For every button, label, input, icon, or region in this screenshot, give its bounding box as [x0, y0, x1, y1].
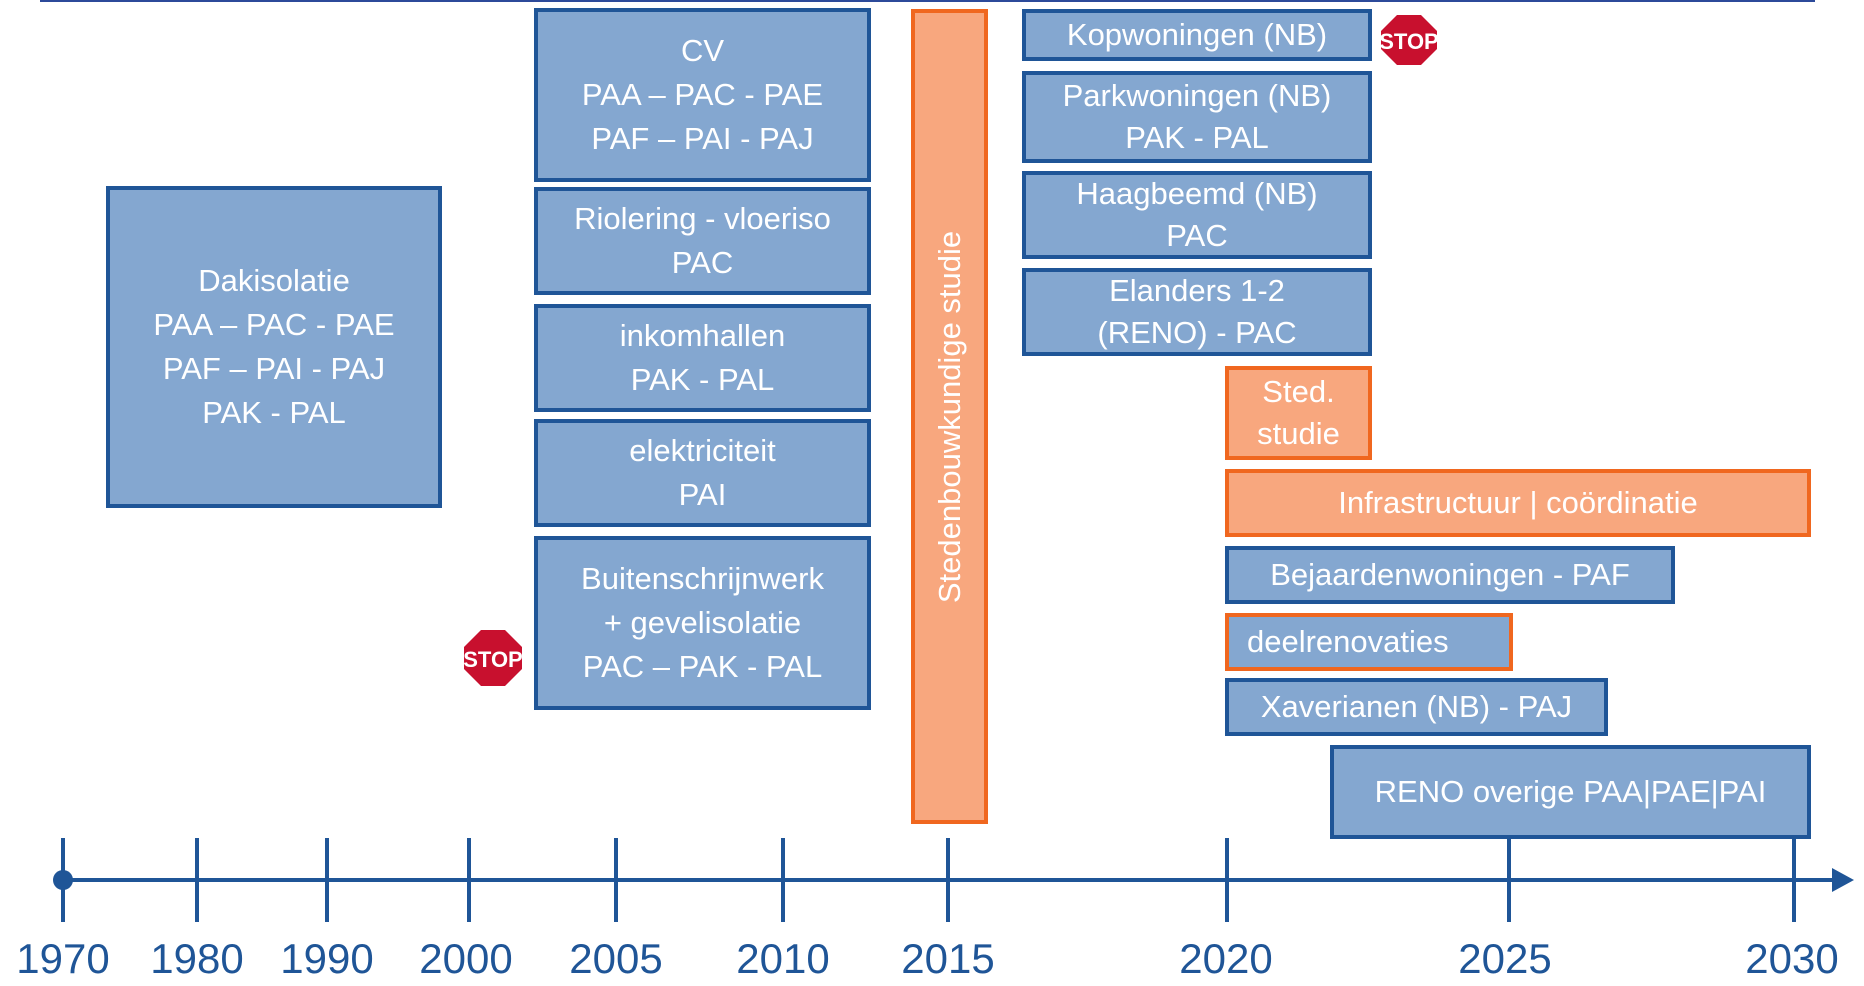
- box-line: Sted.: [1262, 374, 1335, 409]
- timeline-tick: [61, 838, 65, 922]
- timeline-arrowhead: [1832, 868, 1854, 892]
- box-line: + gevelisolatie: [603, 605, 802, 640]
- box-line: Elanders 1-2: [1109, 273, 1285, 308]
- box-dakisolatie: Dakisolatie PAA – PAC - PAE PAF – PAI - …: [106, 186, 442, 508]
- stop-sign-text: STOP: [1379, 29, 1439, 54]
- box-line: Dakisolatie: [198, 263, 350, 298]
- timeline-tick: [1507, 838, 1511, 922]
- box-line: PAK - PAL: [202, 395, 346, 430]
- box-xaverianen: Xaverianen (NB) - PAJ: [1225, 678, 1608, 736]
- box-line: Xaverianen (NB) - PAJ: [1260, 689, 1573, 724]
- timeline-tick: [195, 838, 199, 922]
- year-label: 2005: [569, 935, 663, 982]
- year-label: 2000: [419, 935, 513, 982]
- vertical-label: Stedenbouwkundige studie: [931, 230, 967, 603]
- year-label: 2020: [1179, 935, 1273, 982]
- box-sted-studie: Sted. studie: [1225, 366, 1372, 460]
- year-label: 2015: [901, 935, 995, 982]
- timeline-tick: [781, 838, 785, 922]
- year-label: 2030: [1745, 935, 1839, 982]
- box-elanders: Elanders 1-2 (RENO) - PAC: [1022, 268, 1372, 356]
- box-line: CV: [680, 33, 725, 68]
- box-reno-overige: RENO overige PAA|PAE|PAI: [1330, 745, 1811, 839]
- box-riolering: Riolering - vloeriso PAC: [534, 187, 871, 295]
- box-line: Buitenschrijnwerk: [581, 561, 824, 596]
- box-line: Kopwoningen (NB): [1066, 17, 1328, 52]
- box-cv: CV PAA – PAC - PAE PAF – PAI - PAJ: [534, 8, 871, 182]
- box-line: PAA – PAC - PAE: [153, 307, 395, 342]
- box-line: PAF – PAI - PAJ: [162, 351, 386, 386]
- stop-sign-icon: STOP: [1377, 11, 1441, 69]
- box-inkomhallen: inkomhallen PAK - PAL: [534, 304, 871, 412]
- timeline-tick: [325, 838, 329, 922]
- stop-sign-text: STOP: [463, 647, 523, 672]
- box-line: elektriciteit: [629, 433, 776, 468]
- stop-sign-icon: STOP: [460, 626, 526, 690]
- box-line: studie: [1257, 416, 1340, 451]
- timeline-tick: [614, 838, 618, 922]
- box-kopwoningen: Kopwoningen (NB): [1022, 9, 1372, 61]
- box-line: Riolering - vloeriso: [574, 201, 831, 236]
- timeline-tick: [467, 838, 471, 922]
- box-line: Bejaardenwoningen - PAF: [1270, 557, 1630, 592]
- box-line: PAC: [671, 245, 734, 280]
- box-line: PAK - PAL: [1125, 120, 1269, 155]
- box-line: PAC – PAK - PAL: [582, 649, 823, 684]
- box-elektriciteit: elektriciteit PAI: [534, 419, 871, 527]
- box-parkwoningen: Parkwoningen (NB) PAK - PAL: [1022, 71, 1372, 163]
- box-line: PAA – PAC - PAE: [581, 77, 824, 112]
- box-line: deelrenovaties: [1247, 624, 1449, 659]
- year-label: 2025: [1458, 935, 1552, 982]
- box-line: (RENO) - PAC: [1097, 315, 1297, 350]
- box-line: PAC: [1166, 218, 1228, 253]
- timeline-tick: [946, 838, 950, 922]
- timeline-tick: [1225, 838, 1229, 922]
- box-infrastructuur: Infrastructuur | coördinatie: [1225, 469, 1811, 537]
- box-line: PAK - PAL: [630, 362, 775, 397]
- box-buitenschrijnwerk: Buitenschrijnwerk + gevelisolatie PAC – …: [534, 536, 871, 710]
- year-label: 1990: [280, 935, 374, 982]
- box-line: Parkwoningen (NB): [1062, 78, 1332, 113]
- box-line: PAI: [678, 477, 727, 512]
- top-rule: [40, 0, 1815, 2]
- box-deelrenovaties: deelrenovaties: [1225, 613, 1513, 671]
- year-label: 1970: [16, 935, 110, 982]
- box-line: inkomhallen: [619, 318, 786, 353]
- box-line: PAF – PAI - PAJ: [591, 121, 814, 156]
- box-line: RENO overige PAA|PAE|PAI: [1374, 774, 1767, 809]
- box-stedenbouwkundige-studie: Stedenbouwkundige studie: [911, 9, 988, 824]
- box-line: Infrastructuur | coördinatie: [1338, 485, 1698, 520]
- timeline-tick: [1792, 838, 1796, 922]
- year-label: 2010: [736, 935, 830, 982]
- box-haagbeemd: Haagbeemd (NB) PAC: [1022, 171, 1372, 259]
- box-line: Haagbeemd (NB): [1076, 176, 1318, 211]
- box-bejaardenwoningen: Bejaardenwoningen - PAF: [1225, 546, 1675, 604]
- year-label: 1980: [150, 935, 244, 982]
